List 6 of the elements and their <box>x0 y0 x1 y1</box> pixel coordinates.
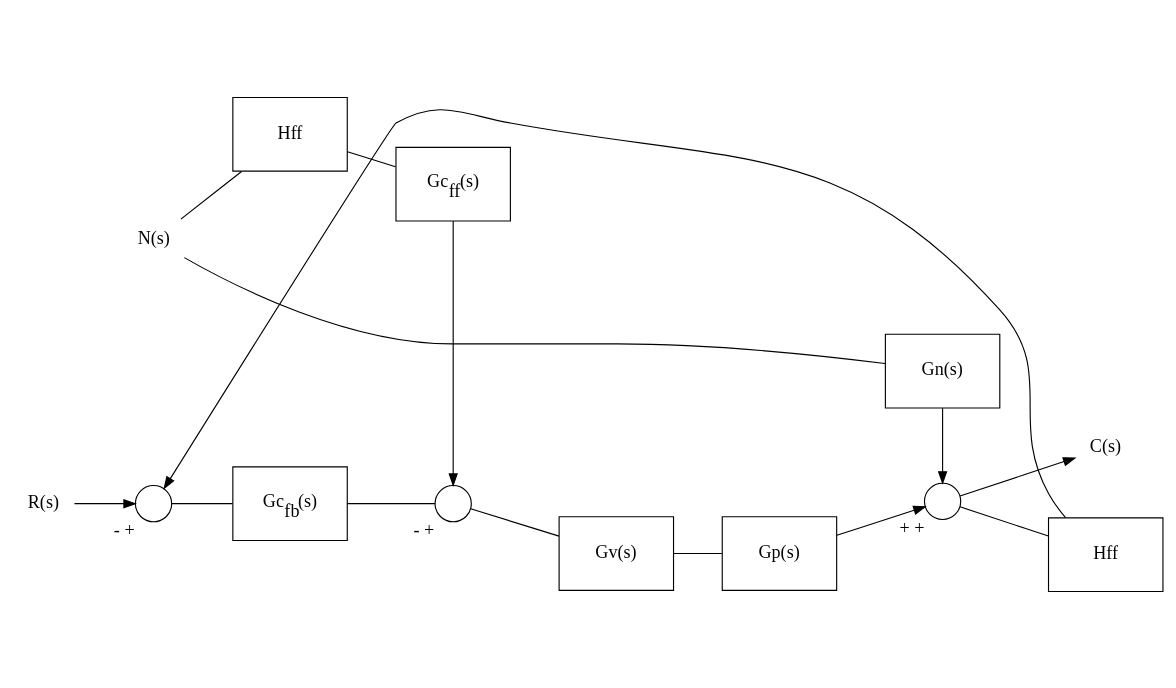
node-label: - + <box>113 519 135 540</box>
node-text: R(s) <box>27 491 59 512</box>
node-text: N(s) <box>137 227 170 248</box>
node-label: + + <box>899 517 925 538</box>
node-label: - + <box>413 519 435 540</box>
node-text: C(s) <box>1089 435 1122 456</box>
